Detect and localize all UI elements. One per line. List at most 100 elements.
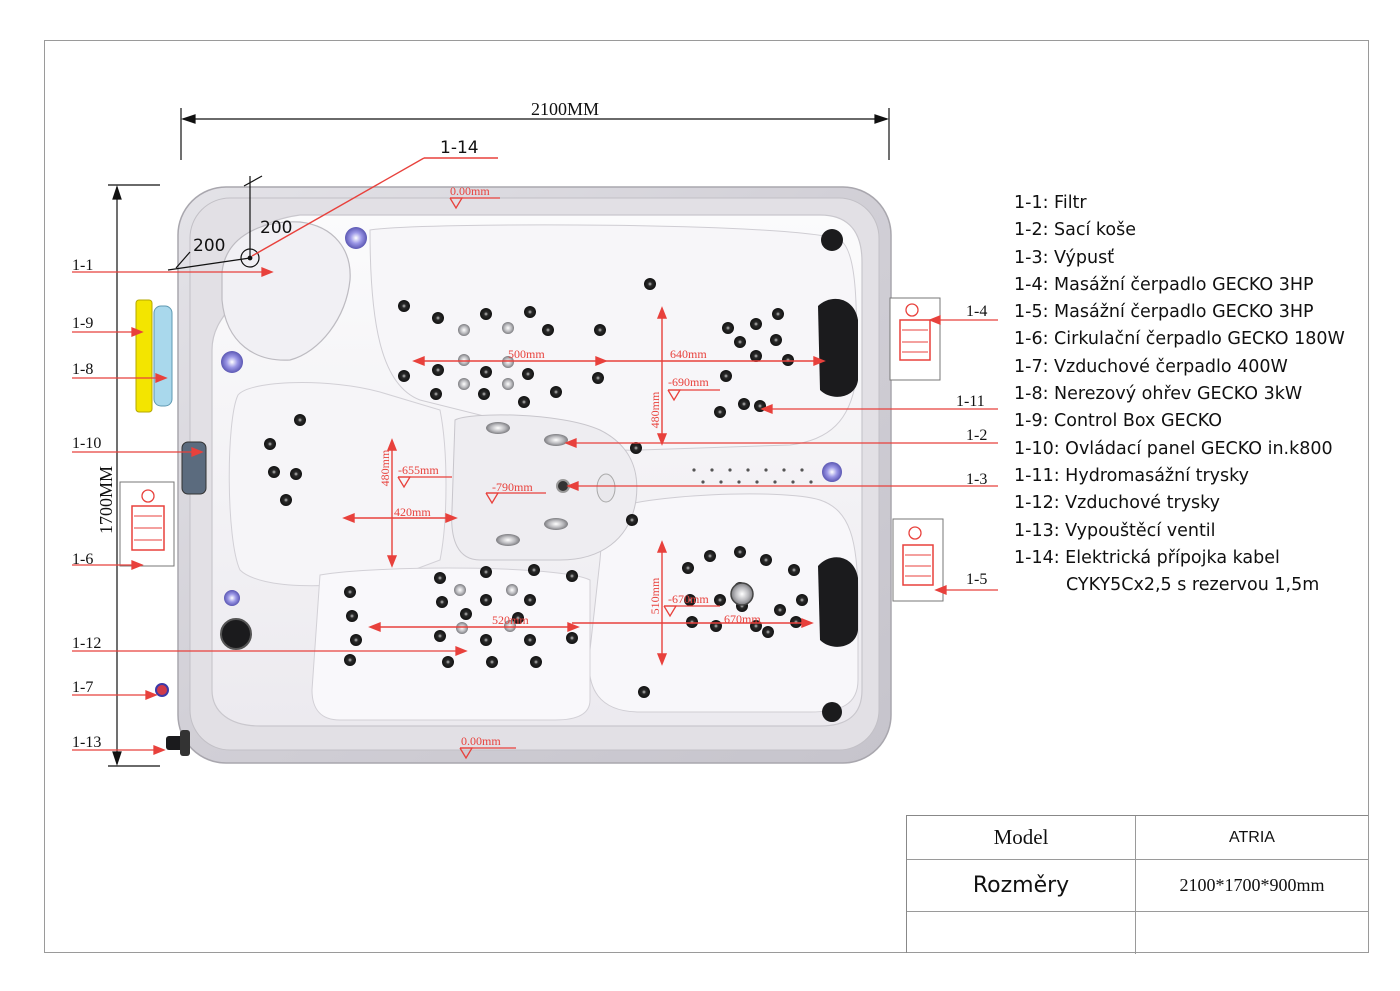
hydro-jet xyxy=(480,566,492,578)
hydro-jet xyxy=(460,608,472,620)
offset-lines xyxy=(167,175,263,271)
tb-divider xyxy=(907,911,1369,912)
drain-valve-fitting xyxy=(166,730,190,756)
suction-3 xyxy=(496,534,520,546)
dim-640: 640mm xyxy=(670,347,707,361)
control-panel xyxy=(181,441,207,495)
air-jet xyxy=(456,622,468,634)
hydro-jet xyxy=(682,562,694,574)
hydro-jet xyxy=(750,318,762,330)
callout-1-4: 1-4 xyxy=(966,303,987,320)
callout-1-5: 1-5 xyxy=(966,571,987,588)
dim-655: -655mm xyxy=(398,463,439,477)
hydro-jet xyxy=(686,616,698,628)
dim-420: 420mm xyxy=(394,505,431,519)
legend-item: 1-13: Vypouštěcí ventil xyxy=(1014,520,1216,541)
drain-cover xyxy=(596,473,616,503)
hydro-jet xyxy=(528,564,540,576)
hydro-jet xyxy=(480,634,492,646)
legend-item: 1-11: Hydromasážní trysky xyxy=(1014,465,1250,486)
heater xyxy=(153,305,173,407)
hydro-jet xyxy=(480,594,492,606)
offset-200-right: 200 xyxy=(260,218,292,238)
legend-item: 1-7: Vzduchové čerpadlo 400W xyxy=(1014,356,1288,377)
model-label: Model xyxy=(993,825,1049,849)
callout-1-10: 1-10 xyxy=(72,435,101,452)
fitting-br xyxy=(822,702,842,722)
legend-item: 1-3: Výpusť xyxy=(1014,247,1115,268)
hydro-jet xyxy=(290,468,302,480)
hydro-jet xyxy=(344,586,356,598)
tb-divider xyxy=(1135,816,1136,954)
bubbler-dot xyxy=(728,468,732,472)
dim-480-left: 480mm xyxy=(378,449,392,486)
hydro-jet xyxy=(714,406,726,418)
size-label: Rozměry xyxy=(972,872,1070,898)
hydro-jet xyxy=(722,322,734,334)
air-jet xyxy=(458,324,470,336)
control-box xyxy=(135,299,153,413)
hydro-jet xyxy=(734,336,746,348)
dimension-width xyxy=(180,108,890,160)
bubbler-dot xyxy=(809,480,813,484)
hydro-jet xyxy=(268,466,280,478)
legend-item: 1-5: Masážní čerpadlo GECKO 3HP xyxy=(1014,302,1314,323)
bubbler-dot xyxy=(800,468,804,472)
legend-item: 1-1: Filtr xyxy=(1014,193,1087,213)
hydro-jet xyxy=(704,550,716,562)
suction-1 xyxy=(486,422,510,434)
hydro-jet xyxy=(486,656,498,668)
hydro-jet xyxy=(524,634,536,646)
hydro-jet xyxy=(720,370,732,382)
bubbler-dot xyxy=(755,480,759,484)
bubbler-dot xyxy=(710,468,714,472)
legend-item: 1-4: Masážní čerpadlo GECKO 3HP xyxy=(1014,274,1314,295)
callout-1-12: 1-12 xyxy=(72,635,101,652)
callout-1-7: 1-7 xyxy=(72,679,93,696)
legend-item: 1-12: Vzduchové trysky xyxy=(1014,493,1221,514)
air-pump xyxy=(155,683,169,697)
hydro-jet xyxy=(566,632,578,644)
left-seat xyxy=(228,382,447,587)
hydro-jet xyxy=(774,604,786,616)
bubbler-dot xyxy=(719,480,723,484)
hydro-jet xyxy=(436,596,448,608)
tb-divider xyxy=(907,859,1369,860)
title-block: Model ATRIA Rozměry 2100*1700*900mm xyxy=(906,815,1369,954)
hydro-jet xyxy=(480,308,492,320)
pillow-top xyxy=(818,298,858,397)
hydro-jet xyxy=(442,656,454,668)
suction-2 xyxy=(544,434,568,446)
hydro-jet xyxy=(734,546,746,558)
hydro-jet xyxy=(782,354,794,366)
air-jet xyxy=(454,584,466,596)
bubbler-dot xyxy=(773,480,777,484)
pump-circulation xyxy=(119,481,175,567)
offset-200-left: 200 xyxy=(193,236,225,256)
hydro-jet xyxy=(280,494,292,506)
hydro-jet xyxy=(714,594,726,606)
interior-dimensions xyxy=(342,306,826,666)
legend-item: 1-14: Elektrická přípojka kabel xyxy=(1014,547,1280,568)
air-jet xyxy=(458,354,470,366)
valve-knob xyxy=(220,618,252,650)
hydro-jet xyxy=(518,396,530,408)
hydro-jet xyxy=(294,414,306,426)
hydro-jet xyxy=(710,620,722,632)
leader-1-14 xyxy=(251,157,498,257)
hydro-jet xyxy=(550,386,562,398)
hydro-jet xyxy=(738,398,750,410)
pillow-bottom xyxy=(818,557,858,647)
hydro-jet xyxy=(772,308,784,320)
bubbler-dot xyxy=(764,468,768,472)
hydro-jet xyxy=(398,370,410,382)
filter-headrest xyxy=(221,221,351,361)
callout-1-13: 1-13 xyxy=(72,734,101,751)
hydro-jet xyxy=(398,300,410,312)
hydro-jet xyxy=(350,634,362,646)
bubbler-dot xyxy=(692,468,696,472)
hydro-jet xyxy=(264,438,276,450)
light-3 xyxy=(822,462,842,482)
